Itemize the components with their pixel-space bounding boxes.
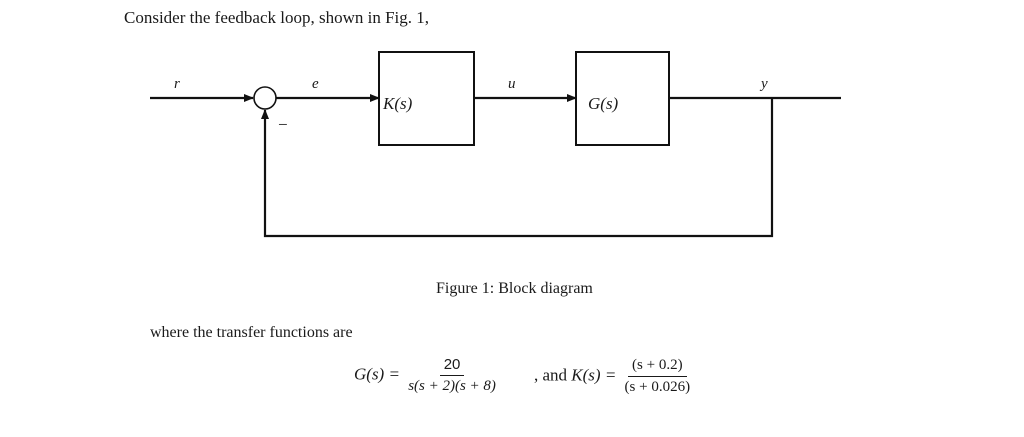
g-fraction: 20 s(s + 2)(s + 8) bbox=[404, 356, 500, 395]
equation-separator: , and bbox=[534, 365, 568, 385]
g-numerator: 20 bbox=[439, 356, 465, 376]
where-text: where the transfer functions are bbox=[150, 324, 353, 341]
figure-caption: Figure 1: Block diagram bbox=[436, 280, 593, 297]
g-lhs: G(s) = bbox=[354, 364, 400, 384]
k-denominator: (s + 0.026) bbox=[624, 379, 691, 395]
k-numerator: (s + 0.2) bbox=[628, 357, 687, 377]
plant-label: G(s) bbox=[588, 94, 619, 113]
g-denominator: s(s + 2)(s + 8) bbox=[408, 378, 496, 394]
signal-label-y: y bbox=[759, 76, 768, 92]
equation-k: , and K(s) = (s + 0.2) (s + 0.026) bbox=[534, 357, 694, 396]
intro-text: Consider the feedback loop, shown in Fig… bbox=[124, 8, 430, 27]
controller-block bbox=[378, 51, 475, 146]
feedback-sign: − bbox=[278, 115, 288, 134]
k-lhs: K(s) = bbox=[571, 365, 617, 385]
summing-junction bbox=[253, 86, 277, 110]
controller-label: K(s) bbox=[382, 94, 413, 113]
equation-g: G(s) = 20 s(s + 2)(s + 8) bbox=[354, 356, 500, 395]
k-fraction: (s + 0.2) (s + 0.026) bbox=[621, 357, 695, 396]
signal-label-u: u bbox=[508, 76, 516, 92]
signal-label-e: e bbox=[312, 76, 319, 92]
feedback-path bbox=[261, 98, 774, 238]
signal-label-r: r bbox=[174, 76, 180, 92]
